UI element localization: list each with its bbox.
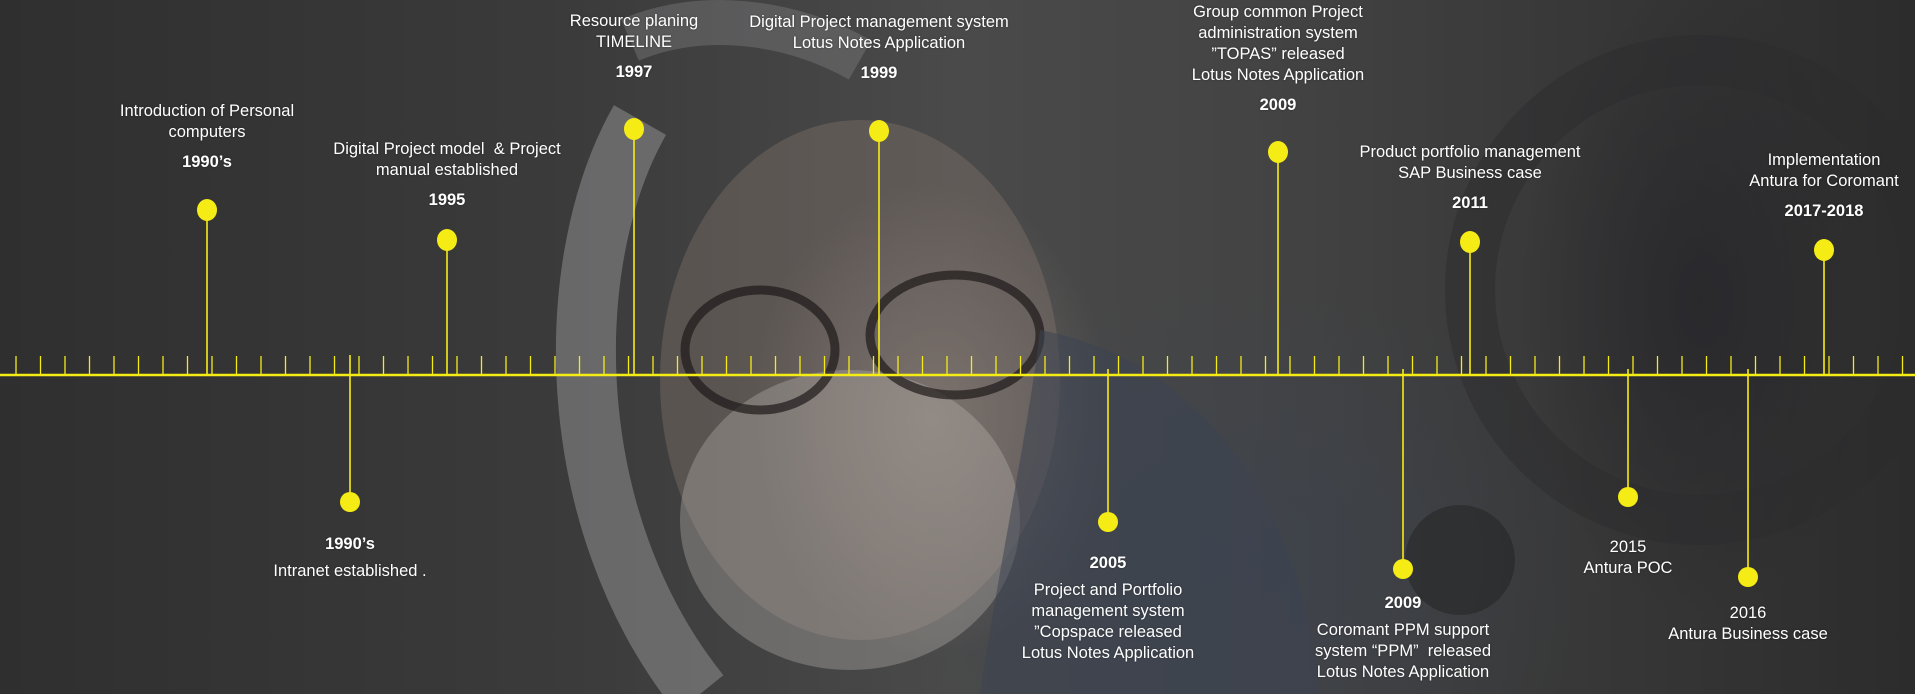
event-year: 2009	[1259, 96, 1297, 114]
event-description: Introduction of Personal computers	[119, 102, 295, 141]
event-label-antura-2017: Implementation Antura for Coromant 2017-2…	[1749, 150, 1898, 222]
event-marker-dot	[437, 229, 457, 251]
event-label-lotus-1999: Digital Project management system Lotus …	[749, 12, 1009, 84]
event-marker-dot	[1268, 141, 1288, 163]
event-description: Project and Portfolio management system …	[1021, 581, 1195, 662]
event-description: Digital Project model & Project manual e…	[333, 140, 561, 179]
event-year: 1995	[428, 191, 466, 209]
event-description: Product portfolio management SAP Busines…	[1359, 143, 1581, 182]
event-marker-dot	[1460, 231, 1480, 253]
event-label-sap-2011: Product portfolio management SAP Busines…	[1359, 142, 1580, 214]
event-year: 2009	[1384, 594, 1422, 612]
event-year: 1997	[615, 63, 653, 81]
event-year: 2017-2018	[1784, 202, 1864, 220]
event-year: 1999	[860, 64, 898, 82]
event-year: 2016	[1729, 604, 1767, 622]
event-label-timeline-1997: Resource planing TIMELINE 1997	[570, 11, 698, 83]
event-marker-dot	[197, 199, 217, 221]
event-year: 1990’s	[182, 153, 232, 171]
event-label-project-model-1995: Digital Project model & Project manual e…	[333, 139, 560, 211]
event-marker-dot	[624, 118, 644, 140]
event-year: 2005	[1089, 554, 1127, 572]
event-description: Resource planing TIMELINE	[569, 12, 699, 51]
event-description: Coromant PPM support system “PPM” releas…	[1314, 621, 1492, 681]
event-description: Digital Project management system Lotus …	[749, 13, 1009, 52]
event-description: Group common Project administration syst…	[1191, 3, 1365, 84]
event-marker-dot	[1098, 512, 1118, 532]
event-description: Intranet established .	[273, 562, 427, 580]
event-description: Antura Business case	[1668, 625, 1828, 643]
event-marker-dot	[869, 120, 889, 142]
event-label-pc-1990s: Introduction of Personal computers 1990’s	[120, 101, 294, 173]
event-year: 1990’s	[325, 535, 375, 553]
event-description: Implementation Antura for Coromant	[1749, 151, 1899, 190]
event-marker-dot	[1618, 487, 1638, 507]
event-marker-dot	[340, 492, 360, 512]
event-description: Antura POC	[1583, 559, 1673, 577]
event-marker-dot	[1738, 567, 1758, 587]
event-year: 2011	[1452, 194, 1488, 212]
event-marker-dot	[1393, 559, 1413, 579]
event-label-topas-2009: Group common Project administration syst…	[1192, 2, 1364, 116]
event-marker-dot	[1814, 239, 1834, 261]
event-year: 2015	[1609, 538, 1647, 556]
